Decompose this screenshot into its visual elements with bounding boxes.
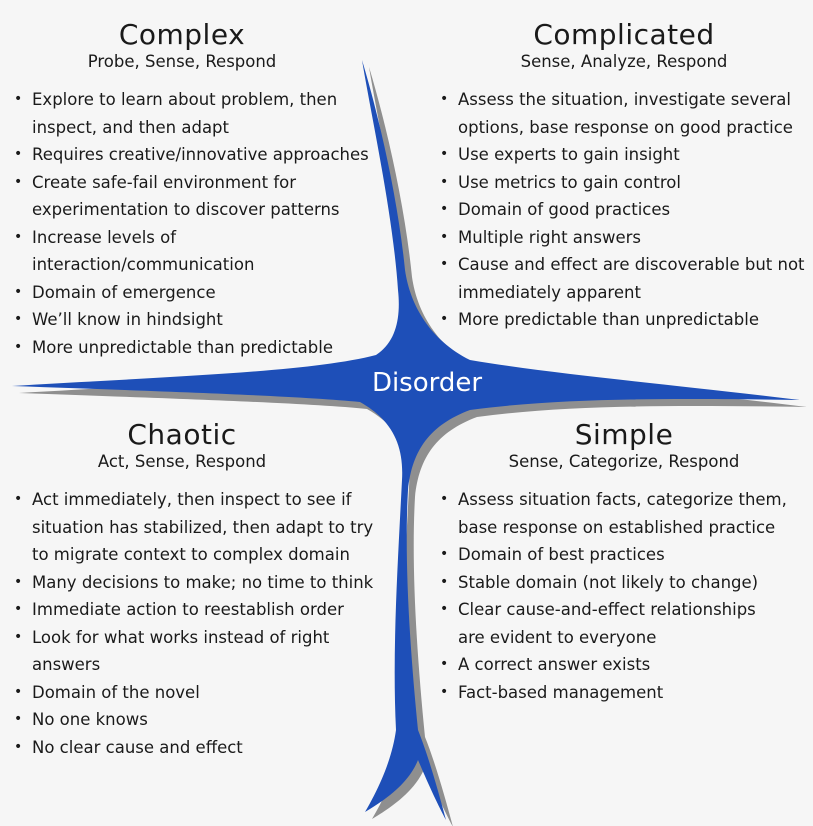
list-item: Create safe-fail environment for experim… xyxy=(12,169,397,224)
list-item: Domain of the novel xyxy=(12,679,397,707)
list-item: Immediate action to reestablish order xyxy=(12,596,397,624)
list-item: Look for what works instead of right ans… xyxy=(12,624,397,679)
list-item: Fact-based management xyxy=(438,679,810,707)
list-item: Domain of best practices xyxy=(438,541,810,569)
list-item: Requires creative/innovative approaches xyxy=(12,141,397,169)
quadrant-complicated: Complicated Sense, Analyze, Respond Asse… xyxy=(438,18,810,334)
list-item: Explore to learn about problem, then ins… xyxy=(12,86,397,141)
list-item: Assess the situation, investigate severa… xyxy=(438,86,810,141)
quadrant-subtitle: Probe, Sense, Respond xyxy=(87,52,277,71)
list-item: Domain of good practices xyxy=(438,196,810,224)
list-item: No clear cause and effect xyxy=(12,734,397,762)
list-item: Act immediately, then inspect to see if … xyxy=(12,486,397,569)
quadrant-title: Chaotic xyxy=(127,418,237,451)
center-label: Disorder xyxy=(372,368,482,398)
quadrant-list: Act immediately, then inspect to see if … xyxy=(12,486,397,761)
quadrant-title: Complex xyxy=(118,18,246,51)
quadrant-subtitle: Act, Sense, Respond xyxy=(97,452,267,471)
quadrant-list: Explore to learn about problem, then ins… xyxy=(12,86,397,361)
list-item: Many decisions to make; no time to think xyxy=(12,569,397,597)
quadrant-complex: Complex Probe, Sense, Respond Explore to… xyxy=(12,18,397,361)
list-item: Increase levels of interaction/communica… xyxy=(12,224,397,279)
list-item: Use experts to gain insight xyxy=(438,141,810,169)
list-item: More predictable than unpredictable xyxy=(438,306,810,334)
quadrant-title: Simple xyxy=(574,418,674,451)
quadrant-subtitle: Sense, Analyze, Respond xyxy=(520,52,728,71)
list-item: Assess situation facts, categorize them,… xyxy=(438,486,810,541)
list-item: Clear cause-and-effect relationships are… xyxy=(438,596,810,651)
list-item: A correct answer exists xyxy=(438,651,810,679)
list-item: Use metrics to gain control xyxy=(438,169,810,197)
list-item: Multiple right answers xyxy=(438,224,810,252)
list-item: Domain of emergence xyxy=(12,279,397,307)
quadrant-subtitle: Sense, Categorize, Respond xyxy=(508,452,740,471)
list-item: More unpredictable than predictable xyxy=(12,334,397,362)
quadrant-list: Assess situation facts, categorize them,… xyxy=(438,486,810,706)
quadrant-chaotic: Chaotic Act, Sense, Respond Act immediat… xyxy=(12,418,397,761)
quadrant-simple: Simple Sense, Categorize, Respond Assess… xyxy=(438,418,810,706)
list-item: No one knows xyxy=(12,706,397,734)
list-item: We’ll know in hindsight xyxy=(12,306,397,334)
list-item: Stable domain (not likely to change) xyxy=(438,569,810,597)
quadrant-list: Assess the situation, investigate severa… xyxy=(438,86,810,334)
cross-fill xyxy=(12,60,800,820)
list-item: Cause and effect are discoverable but no… xyxy=(438,251,810,306)
quadrant-title: Complicated xyxy=(533,18,715,51)
